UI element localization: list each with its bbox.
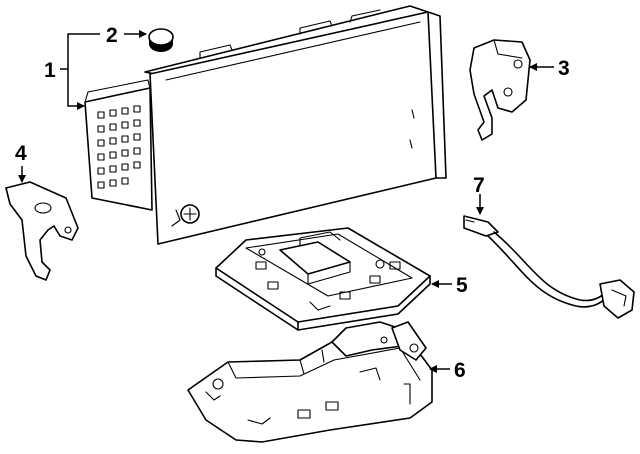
vent-holes [97, 105, 141, 189]
mounting-bolt [171, 204, 200, 227]
callout-6: 6 [454, 359, 466, 382]
display-unit [84, 5, 447, 245]
callout-1: 1 [44, 59, 56, 82]
mounting-plate [215, 227, 431, 331]
callout-4: 4 [15, 142, 27, 165]
callout-3: 3 [558, 57, 570, 80]
knob-cap [148, 28, 174, 52]
callout-7: 7 [473, 174, 485, 197]
callout-2: 2 [106, 24, 118, 47]
support-frame [187, 321, 433, 443]
bracket-left [5, 181, 79, 281]
callout-labels: 1 2 3 4 5 6 7 [15, 24, 570, 382]
wiring-harness [463, 215, 635, 319]
callout-5: 5 [456, 274, 468, 297]
bracket-right [469, 39, 531, 141]
callout-leaders [18, 30, 554, 373]
